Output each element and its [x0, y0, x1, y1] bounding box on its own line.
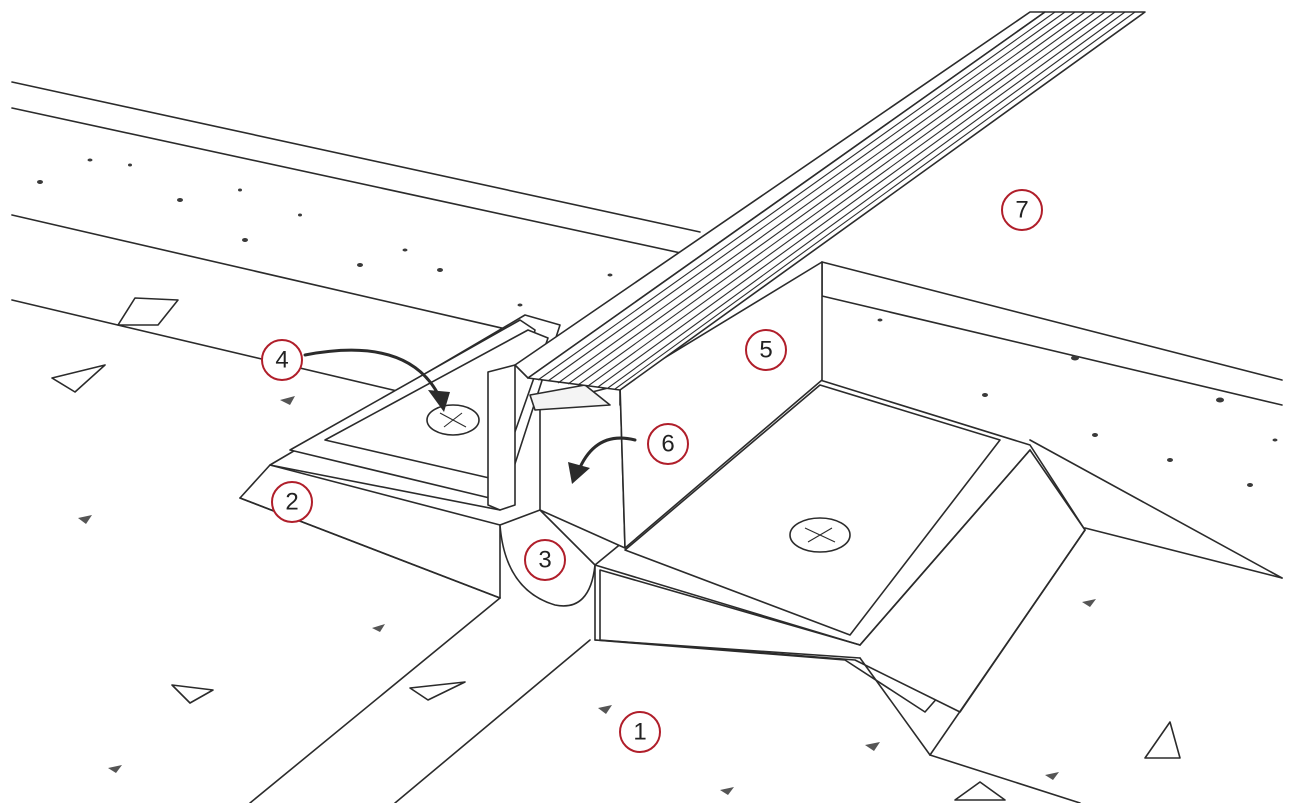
- callout-3-label: 3: [538, 547, 551, 574]
- callout-1-label: 1: [633, 719, 646, 746]
- arrow-4: [303, 348, 450, 412]
- screw-left: [426, 404, 480, 436]
- screw-right: [789, 517, 851, 553]
- callout-1: 1: [619, 711, 661, 753]
- callout-2-label: 2: [285, 489, 298, 516]
- callout-7-label: 7: [1015, 197, 1028, 224]
- callout-5-label: 5: [759, 337, 772, 364]
- callout-7: 7: [1001, 189, 1043, 231]
- ribbed-cover-strip: [514, 11, 1146, 406]
- callout-2: 2: [271, 481, 313, 523]
- aggregate-dots: [37, 158, 1278, 487]
- aggregate-shapes: [51, 297, 1181, 801]
- callout-3: 3: [524, 539, 566, 581]
- callout-4-label: 4: [275, 347, 288, 374]
- callout-6: 6: [647, 423, 689, 465]
- callout-6-label: 6: [661, 431, 674, 458]
- callout-5: 5: [745, 329, 787, 371]
- callout-4: 4: [261, 339, 303, 381]
- arrow-6: [568, 436, 637, 484]
